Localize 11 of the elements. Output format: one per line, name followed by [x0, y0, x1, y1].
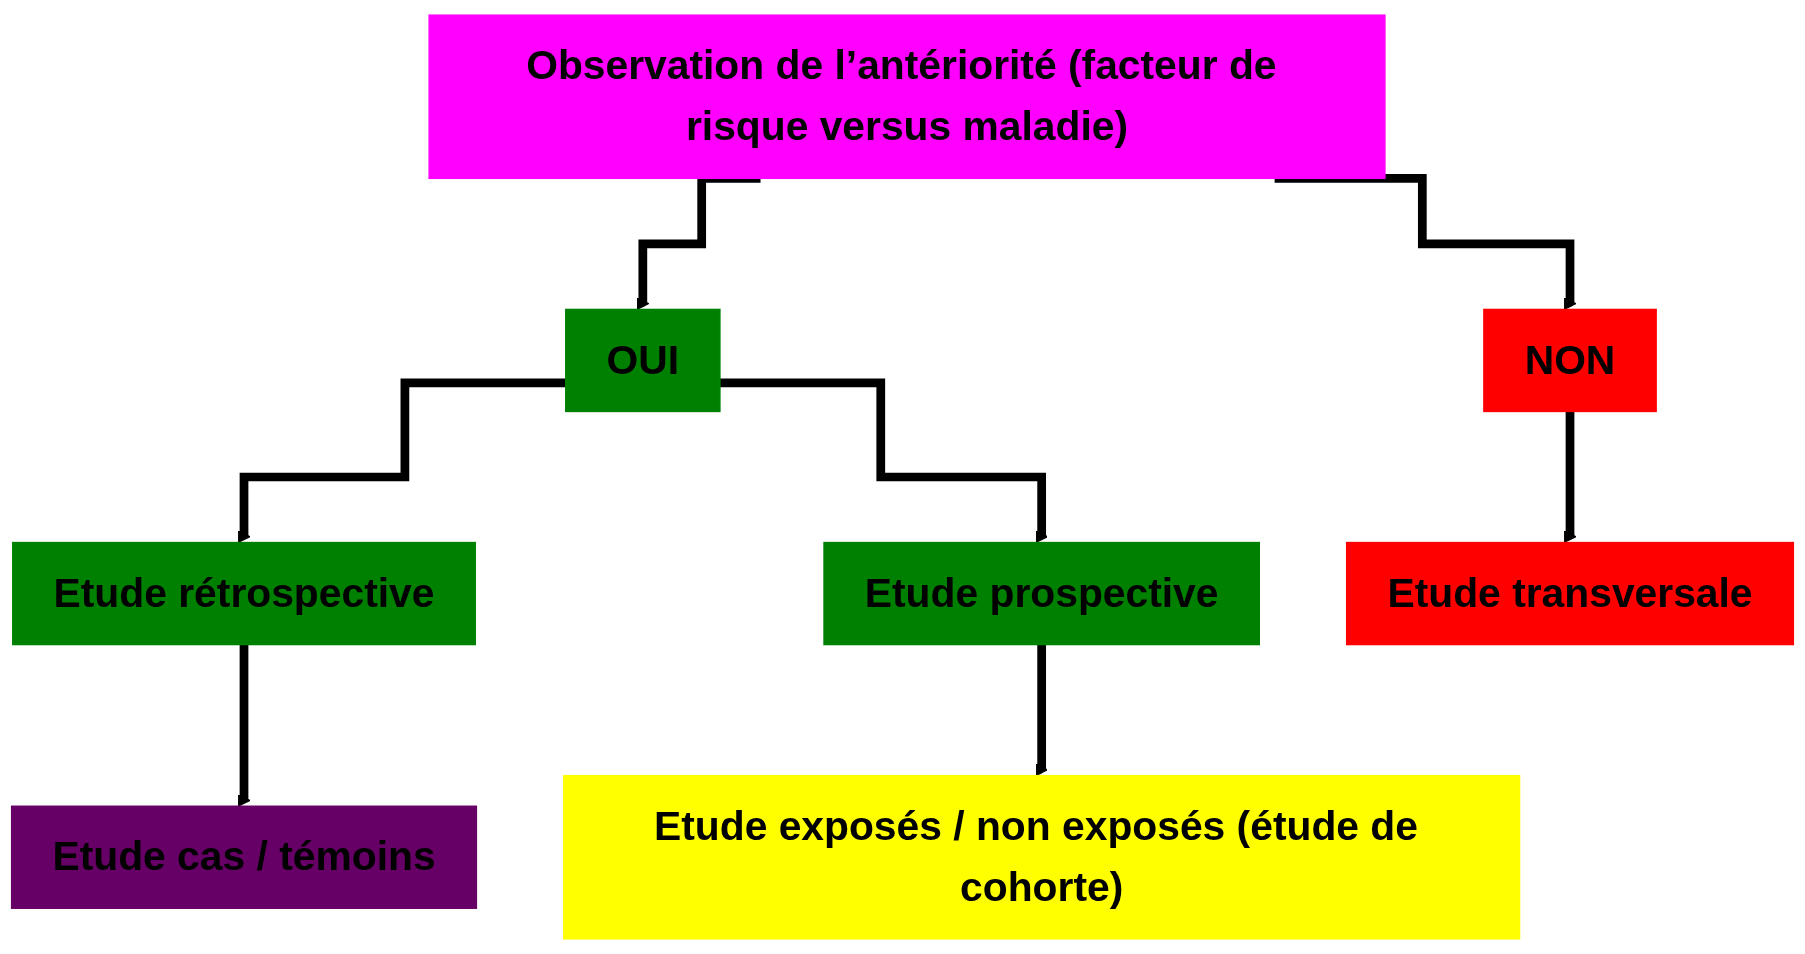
- arrow: [719, 378, 1049, 544]
- node-box: Etude rétrospective: [12, 541, 476, 646]
- node-box: Etude transversale: [1345, 541, 1795, 646]
- node-box: Etude prospective: [823, 541, 1260, 646]
- node-box: Etude exposés / non exposés (étude de cohorte): [563, 774, 1521, 940]
- node-box: NON: [1483, 308, 1657, 413]
- node-box: Etude cas / témoins: [10, 805, 478, 909]
- arrow: [1274, 173, 1577, 311]
- node-box: OUI: [565, 308, 721, 413]
- arrow: [237, 378, 566, 544]
- node-box: Observation de l’antériorité (facteur de risque versus maladie): [428, 14, 1386, 180]
